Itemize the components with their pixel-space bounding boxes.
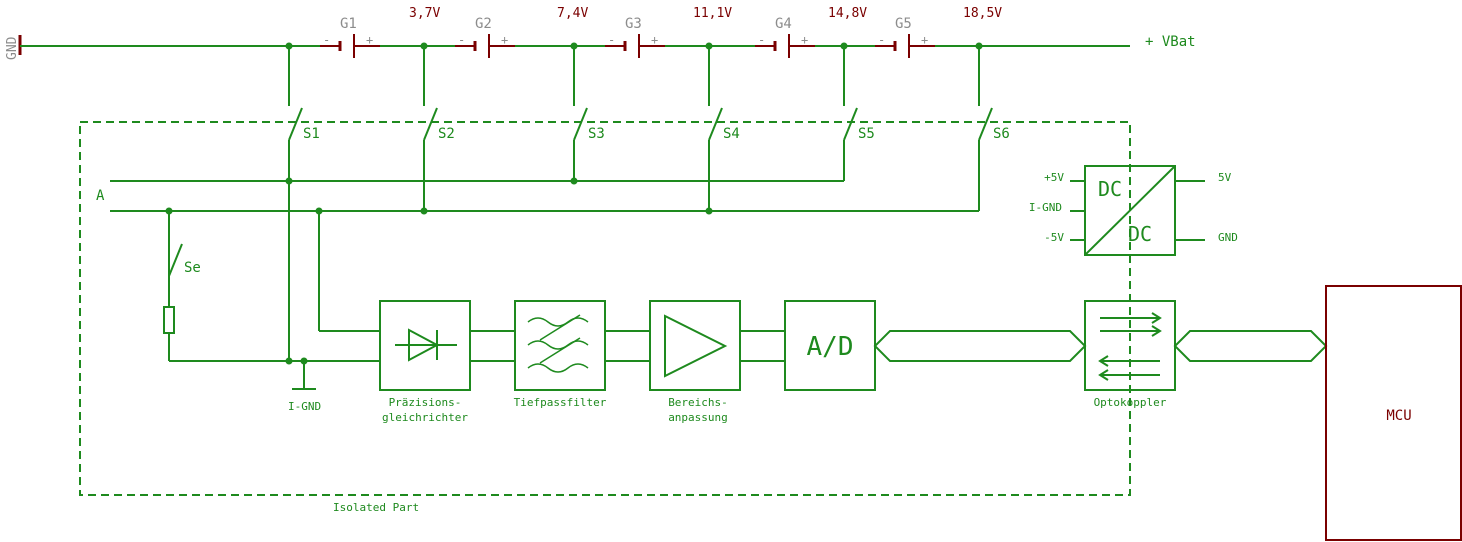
switch-s5 — [843, 46, 858, 181]
adc-label: A/D — [807, 332, 854, 362]
dcdc-pin-gnd: GND — [1218, 231, 1238, 244]
i-gnd-label: I-GND — [288, 400, 321, 413]
battery-cell-g5 — [875, 34, 935, 58]
cell-minus-g2: - — [458, 33, 465, 47]
range-label-1: Bereichs- — [668, 396, 728, 409]
lowpass-label: Tiefpassfilter — [514, 396, 607, 409]
switch-s4 — [708, 46, 723, 211]
gnd-terminal: GND — [5, 35, 22, 60]
mcu-block — [1325, 285, 1462, 541]
cell-minus-g3: - — [608, 33, 615, 47]
switch-label-s6: S6 — [993, 126, 1010, 142]
switch-label-s1: S1 — [303, 126, 320, 142]
input-label-a: A — [96, 188, 105, 204]
voltage-label-2: 7,4V — [557, 6, 588, 21]
rectifier-label-1: Präzisions- — [389, 396, 462, 409]
dcdc-pin-plus5v: +5V — [1044, 171, 1064, 184]
dcdc-converter-block — [1070, 165, 1205, 256]
battery-cell-g3 — [605, 34, 665, 58]
isolated-part-boundary — [79, 121, 1131, 496]
digital-bus-adc-opto — [873, 330, 1087, 362]
switch-s1 — [288, 46, 303, 362]
cell-minus-g5: - — [878, 33, 885, 47]
switch-s2 — [423, 46, 438, 211]
dcdc-pin-5v: 5V — [1218, 171, 1232, 184]
dcdc-label-bottom: DC — [1128, 222, 1152, 246]
cell-name-g5: G5 — [895, 16, 912, 32]
vbat-label: + VBat — [1145, 34, 1196, 50]
isolated-ground-symbol — [292, 361, 316, 390]
lowpass-filter-block — [514, 300, 606, 391]
cell-plus-g4: + — [801, 33, 808, 47]
cell-name-g1: G1 — [340, 16, 357, 32]
isolated-part-label: Isolated Part — [333, 501, 419, 514]
switch-label-s5: S5 — [858, 126, 875, 142]
battery-cell-g2 — [455, 34, 515, 58]
switch-s6 — [978, 46, 993, 211]
voltage-label-1: 3,7V — [409, 6, 440, 21]
rectifier-label-2: gleichrichter — [382, 411, 468, 424]
voltage-label-4: 14,8V — [828, 6, 867, 21]
mcu-label: MCU — [1386, 408, 1411, 424]
voltage-label-5: 18,5V — [963, 6, 1002, 21]
switch-label-s3: S3 — [588, 126, 605, 142]
switch-label-s2: S2 — [438, 126, 455, 142]
switch-label-se: Se — [184, 260, 201, 276]
dcdc-label-top: DC — [1098, 177, 1122, 201]
cell-name-g2: G2 — [475, 16, 492, 32]
dcdc-pin-minus5v: -5V — [1044, 231, 1064, 244]
optocoupler-label: Optokoppler — [1094, 396, 1167, 409]
battery-cell-g1 — [320, 34, 380, 58]
range-adjust-block — [649, 300, 741, 391]
switch-se — [168, 211, 183, 307]
cell-name-g3: G3 — [625, 16, 642, 32]
precision-rectifier-block — [379, 300, 471, 391]
gnd-label: GND — [5, 36, 20, 60]
dcdc-pin-i-gnd: I-GND — [1029, 201, 1062, 214]
voltage-label-3: 11,1V — [693, 6, 732, 21]
battery-cell-g4 — [755, 34, 815, 58]
cell-minus-g1: - — [323, 33, 330, 47]
cell-plus-g2: + — [501, 33, 508, 47]
cell-name-g4: G4 — [775, 16, 792, 32]
shunt-resistor — [163, 306, 175, 334]
cell-plus-g5: + — [921, 33, 928, 47]
cell-plus-g1: + — [366, 33, 373, 47]
range-label-2: anpassung — [668, 411, 728, 424]
digital-bus-opto-mcu — [1173, 330, 1328, 362]
cell-minus-g4: - — [758, 33, 765, 47]
switch-label-s4: S4 — [723, 126, 740, 142]
cell-plus-g3: + — [651, 33, 658, 47]
switch-s3 — [573, 46, 588, 181]
